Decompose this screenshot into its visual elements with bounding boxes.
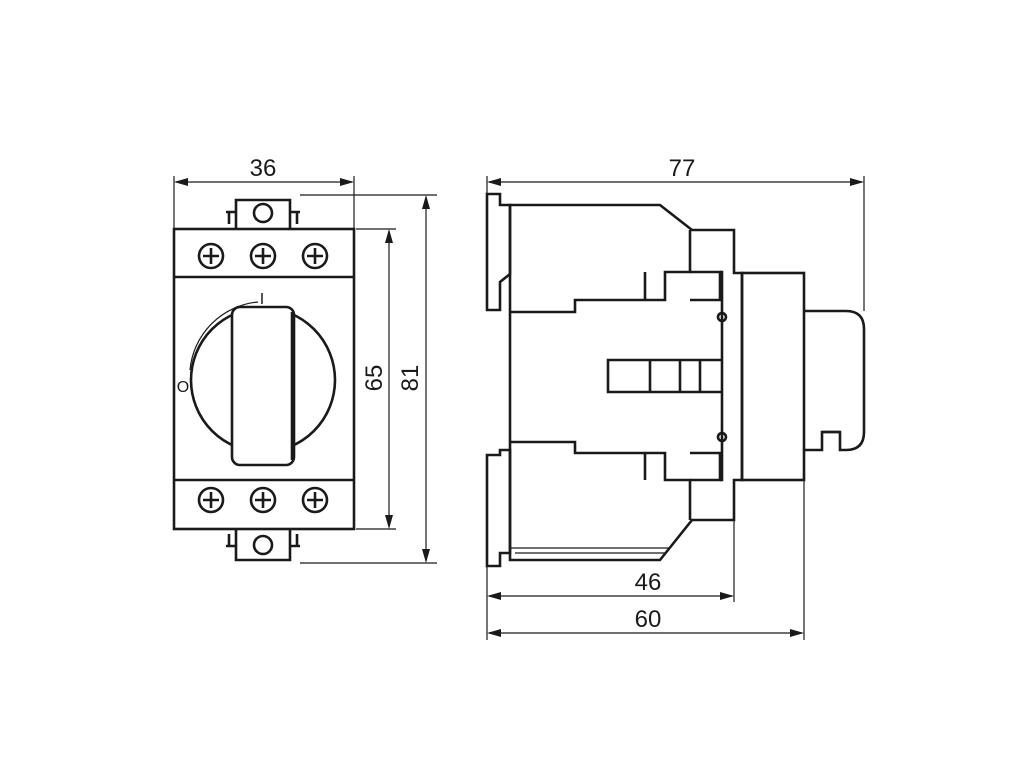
- top-terminal-screws: [197, 242, 329, 270]
- side-body: [508, 203, 744, 562]
- screw-icon: [197, 486, 225, 514]
- screw-icon: [249, 242, 277, 270]
- dimension-front-width: 36: [173, 155, 355, 228]
- dimension-side-body-depth: 46: [486, 520, 735, 640]
- side-body-details: [510, 230, 728, 554]
- dimension-label-65: 65: [361, 365, 388, 392]
- dimension-label-36: 36: [250, 155, 277, 182]
- rotary-knob: I O: [177, 291, 337, 467]
- bottom-terminal-screws: [197, 486, 329, 514]
- screw-icon: [197, 242, 225, 270]
- dimension-label-81: 81: [397, 365, 424, 392]
- screw-icon: [249, 486, 277, 514]
- front-view: I O 36 65 81: [172, 155, 437, 564]
- screw-icon: [716, 431, 728, 443]
- top-mount-clip: [226, 198, 300, 229]
- front-housing: [172, 227, 356, 531]
- dimension-label-77: 77: [669, 155, 696, 182]
- side-knob-profile: [804, 309, 866, 452]
- side-view: 77 46 60: [485, 155, 866, 640]
- dimension-front-inner-height: 65: [356, 228, 396, 530]
- side-front-plate: [740, 271, 806, 482]
- dimension-side-mount-depth: 60: [487, 480, 805, 640]
- off-marker: O: [177, 379, 189, 396]
- screw-icon: [716, 311, 728, 323]
- dimension-side-total-width: 77: [486, 155, 865, 311]
- dimension-label-60: 60: [635, 606, 662, 633]
- bottom-mount-clip: [226, 529, 300, 562]
- screw-icon: [301, 242, 329, 270]
- on-marker: I: [260, 291, 264, 308]
- screw-icon: [301, 486, 329, 514]
- dimension-label-46: 46: [635, 569, 662, 596]
- rotation-arc: [189, 301, 259, 371]
- din-rail-clip-bottom: [485, 448, 512, 568]
- dimension-front-total-height: 81: [300, 194, 437, 564]
- din-rail-clip: [485, 192, 512, 312]
